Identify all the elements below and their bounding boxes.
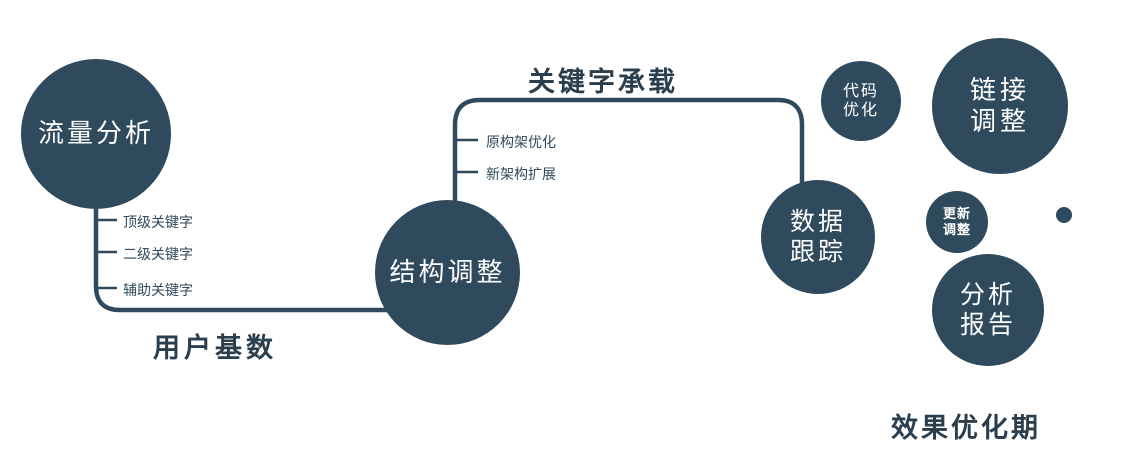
node-analysis-report-line2: 报告 xyxy=(959,311,1016,339)
dot-marker xyxy=(1056,207,1072,223)
node-code-optimization: 代码 优化 xyxy=(821,61,901,141)
node-code-optimization-line1: 代码 xyxy=(842,82,879,100)
branch-label-auxiliary-keywords: 辅助关键字 xyxy=(123,282,193,298)
edge-structure-tracking xyxy=(452,97,805,210)
node-link-adjustment-line1: 链接 xyxy=(969,74,1030,105)
edge-label-user-base: 用户基数 xyxy=(153,333,277,363)
node-data-tracking: 数据 跟踪 xyxy=(761,180,875,294)
node-traffic-analysis-label: 流量分析 xyxy=(37,118,154,149)
node-code-optimization-line2: 优化 xyxy=(842,102,879,119)
node-update-adjustment-line2: 调整 xyxy=(942,222,971,237)
node-structure-adjustment-label: 结构调整 xyxy=(389,256,506,287)
branch-label-original-architecture: 原构架优化 xyxy=(486,134,556,150)
branch-label-new-architecture: 新架构扩展 xyxy=(486,166,556,182)
edge-label-keyword-carry: 关键字承载 xyxy=(528,67,678,97)
node-link-adjustment: 链接 调整 xyxy=(932,38,1068,174)
branch-label-top-keywords: 顶级关键字 xyxy=(123,214,193,230)
node-analysis-report-line1: 分析 xyxy=(959,281,1016,309)
node-structure-adjustment: 结构调整 xyxy=(375,200,520,345)
node-link-adjustment-line2: 调整 xyxy=(969,106,1030,136)
branch-label-secondary-keywords: 二级关键字 xyxy=(123,246,193,262)
node-data-tracking-line1: 数据 xyxy=(789,208,846,236)
node-update-adjustment: 更新 调整 xyxy=(926,191,988,253)
node-update-adjustment-line1: 更新 xyxy=(942,206,971,222)
edge-traffic-structure xyxy=(93,190,400,313)
node-data-tracking-line2: 跟踪 xyxy=(789,238,846,266)
edge-label-effect-period: 效果优化期 xyxy=(891,413,1041,443)
node-analysis-report: 分析 报告 xyxy=(932,254,1044,366)
node-traffic-analysis: 流量分析 xyxy=(21,59,171,209)
